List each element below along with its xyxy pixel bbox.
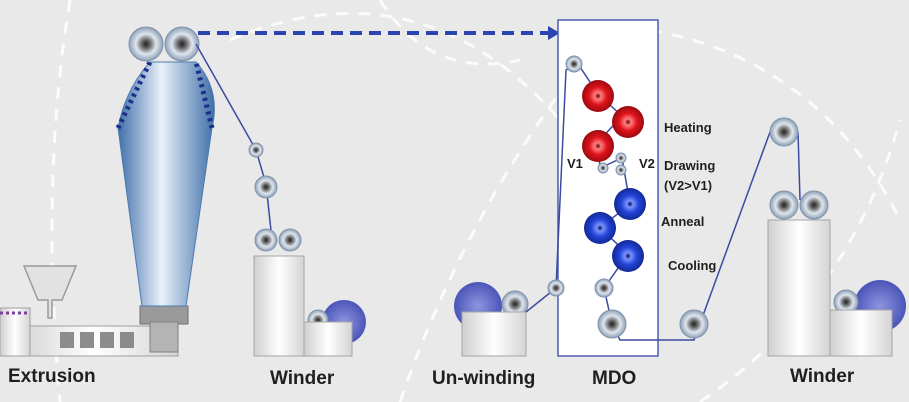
winder-1-station: Winder	[248, 142, 366, 389]
cooling-zone-label: Cooling	[668, 258, 716, 273]
film-bubble	[117, 61, 215, 307]
unwinding-station: Un-winding	[432, 282, 535, 389]
winder-base	[303, 321, 353, 357]
extruder-screw-segments	[60, 332, 134, 348]
winder-roll-icon	[254, 228, 278, 252]
anneal-roll-icon	[584, 212, 616, 244]
nip-roll-left-icon	[128, 26, 164, 62]
transfer-link-arrowhead	[548, 26, 560, 40]
winder-2-station: Winder	[679, 117, 906, 387]
winder-roll-icon	[278, 228, 302, 252]
guide-roll-icon	[254, 175, 278, 199]
winder-roll-icon	[799, 190, 829, 220]
mdo-label: MDO	[592, 368, 636, 389]
winder-body	[253, 255, 305, 357]
unwinding-label: Un-winding	[432, 368, 535, 389]
winder-2-label: Winder	[790, 366, 855, 387]
winder-body	[767, 219, 831, 357]
draw-nip-roll-icon	[597, 162, 609, 174]
winder-1-label: Winder	[270, 368, 335, 389]
heating-roll-icon	[582, 80, 614, 112]
drawing-zone-label: Drawing	[664, 158, 715, 173]
draw-nip-roll-icon	[615, 152, 627, 164]
die-head	[139, 305, 189, 325]
hopper	[22, 265, 78, 319]
guide-roll-icon	[565, 55, 583, 73]
mdo-frame	[557, 19, 659, 357]
guide-roll-icon	[679, 309, 709, 339]
air-ring-dots-right	[193, 61, 215, 129]
cooling-roll-icon	[594, 278, 614, 298]
speed-v2-label: V2	[639, 156, 655, 171]
nip-roll-right-icon	[164, 26, 200, 62]
extrusion-station: Extrusion	[0, 26, 215, 387]
guide-roll-icon	[248, 142, 264, 158]
anneal-zone-label: Anneal	[661, 214, 704, 229]
winder-roll-icon	[769, 190, 799, 220]
guide-roll-icon	[547, 279, 565, 297]
film-path-winder-1	[195, 43, 273, 241]
extrusion-label: Extrusion	[8, 366, 96, 387]
extruder-motor	[0, 307, 31, 357]
unwind-base	[461, 311, 527, 357]
top-guide-roll-icon	[769, 117, 799, 147]
heating-zone-label: Heating	[664, 120, 712, 135]
mdo-station: V1 V2 Heating Drawing (V2>V1) Anneal Coo…	[525, 19, 771, 389]
winder-base	[829, 309, 893, 357]
heating-roll-icon	[582, 130, 614, 162]
cooling-roll-icon	[597, 309, 627, 339]
heating-roll-icon	[612, 106, 644, 138]
draw-nip-roll-icon	[615, 164, 627, 176]
air-ring-dots-left	[115, 60, 153, 130]
anneal-roll-icon	[614, 188, 646, 220]
speed-v1-label: V1	[567, 156, 583, 171]
drawing-ratio-label: (V2>V1)	[664, 178, 712, 193]
anneal-roll-icon	[612, 240, 644, 272]
